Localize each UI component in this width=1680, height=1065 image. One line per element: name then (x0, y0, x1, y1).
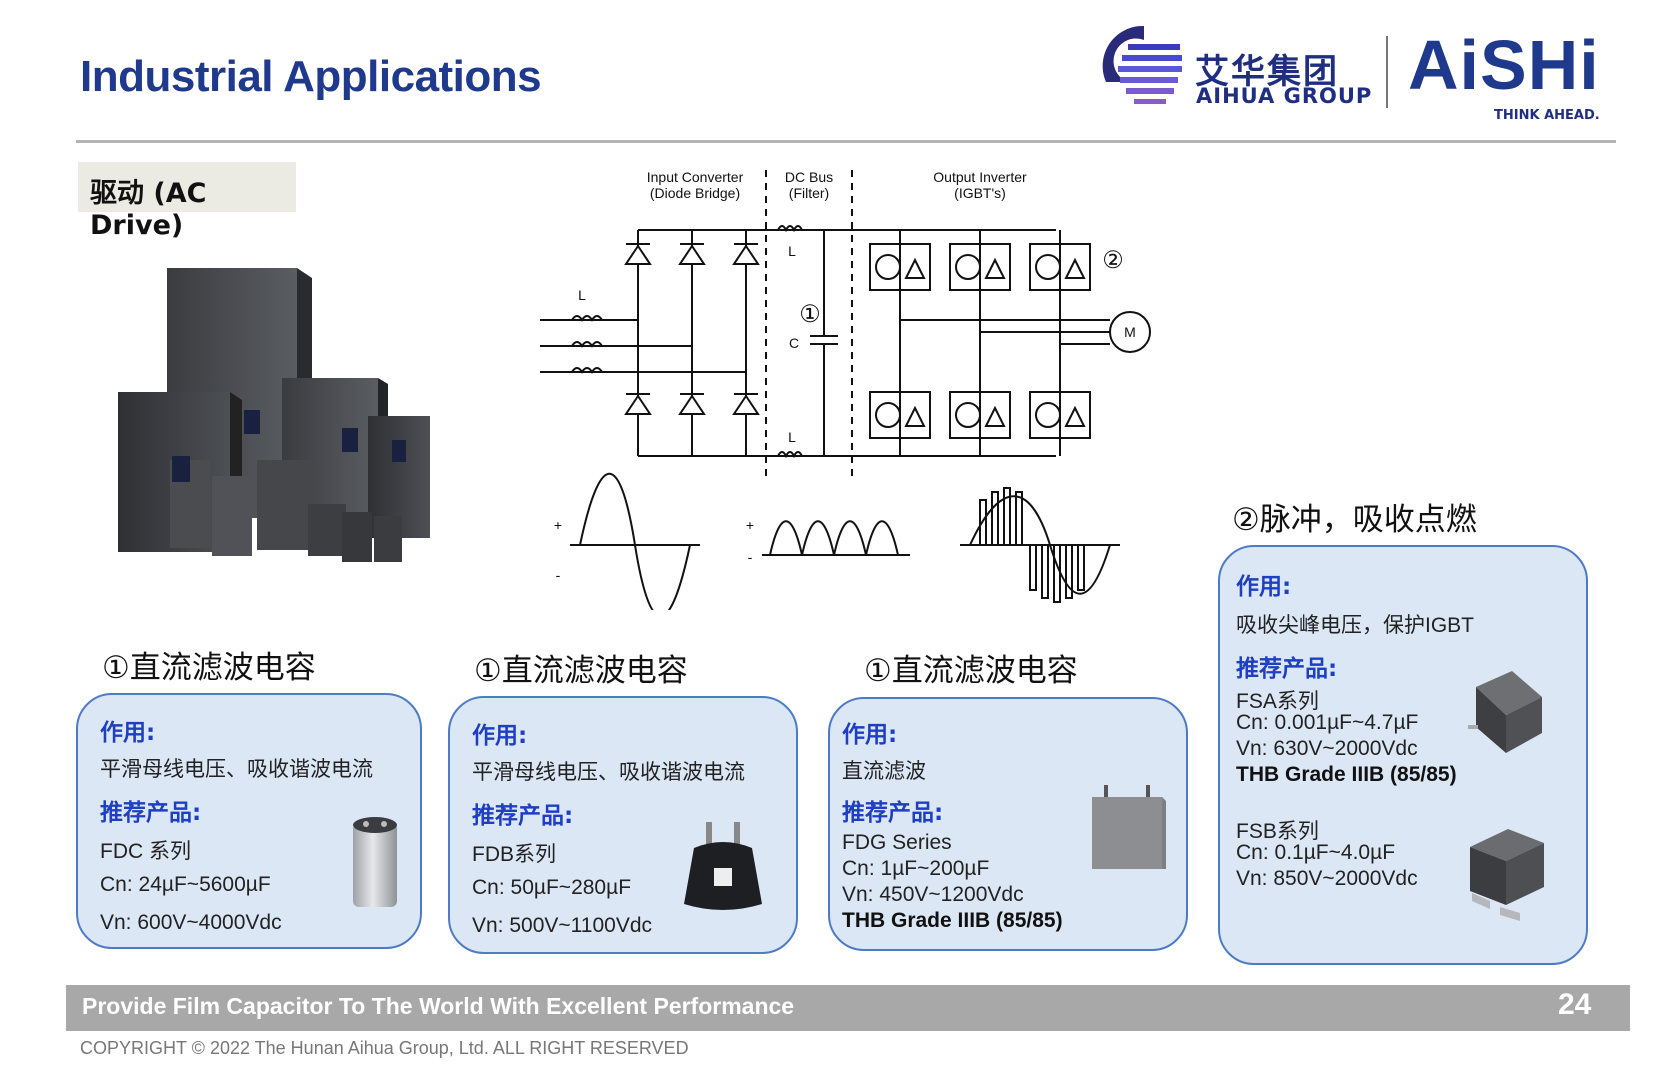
section-tag-label: 驱动 (AC Drive) (90, 178, 207, 241)
wave1-minus: - (556, 567, 561, 583)
label-capacitor: C (789, 335, 799, 351)
copyright: COPYRIGHT © 2022 The Hunan Aihua Group, … (80, 1038, 689, 1058)
card-1-voltage: Vn: 600V~4000Vdc (100, 911, 282, 934)
card-4-fsa-series: FSA系列 (1236, 690, 1319, 713)
card-4-grade: THB Grade IIIB (85/85) (1236, 763, 1457, 786)
brand-separator (1386, 36, 1388, 108)
card-2-voltage: Vn: 500V~1100Vdc (472, 914, 653, 937)
card-4-product-label: 推荐产品: (1236, 656, 1338, 682)
brand-cn: 艾华集团 (1195, 52, 1339, 92)
card-1-role-label: 作用: (100, 720, 156, 746)
aihua-logo-icon (1102, 25, 1182, 104)
section-tag: 驱动 (AC Drive) (78, 162, 296, 241)
card-2-product-label: 推荐产品: (472, 803, 574, 829)
card-4-fsb-voltage: Vn: 850V~2000Vdc (1236, 867, 1418, 890)
label-output-inverter: Output Inverter(IGBT's) (933, 169, 1027, 201)
card-3-role: 直流滤波 (842, 760, 926, 783)
card-4-fsa-capacitance: Cn: 0.001µF~4.7µF (1236, 711, 1419, 734)
label-dc-bus: DC Bus(Filter) (785, 169, 833, 201)
label-inductor-bottom: L (788, 429, 796, 445)
label-inductor-in: L (578, 287, 586, 303)
card-3-voltage: Vn: 450V~1200Vdc (842, 883, 1024, 906)
card-2: 作用: 平滑母线电压、吸收谐波电流 推荐产品: FDB系列 Cn: 50µF~2… (448, 696, 798, 954)
label-inductor-top: L (788, 243, 796, 259)
card-1-product-label: 推荐产品: (100, 800, 202, 826)
label-motor: M (1124, 324, 1136, 340)
card-4-fsb-capacitance: Cn: 0.1µF~4.0µF (1236, 841, 1396, 864)
card-3-role-label: 作用: (842, 722, 898, 748)
wave2-plus: + (746, 517, 754, 533)
ac-drive-photo (118, 268, 430, 562)
footer-slogan: Provide Film Capacitor To The World With… (82, 993, 795, 1019)
fsb-capacitor-image (1470, 829, 1544, 921)
card-4-heading: ②脉冲，吸收点燃 (1232, 502, 1477, 538)
page-title: Industrial Applications (80, 52, 542, 101)
card-1-series: FDC 系列 (100, 840, 191, 863)
card-2-capacitance: Cn: 50µF~280µF (472, 876, 632, 899)
wave2-minus: - (748, 549, 753, 565)
card-3-product-label: 推荐产品: (842, 800, 944, 826)
marker-1: ① (799, 301, 821, 328)
marker-2: ② (1102, 247, 1124, 274)
card-2-role: 平滑母线电压、吸收谐波电流 (472, 761, 745, 784)
card-3: 作用: 直流滤波 推荐产品: FDG Series Cn: 1µF~200µF … (828, 697, 1188, 951)
fdg-capacitor-image (1092, 785, 1166, 869)
label-input-converter: Input Converter(Diode Bridge) (647, 169, 744, 201)
card-4-fsb-series: FSB系列 (1236, 820, 1319, 843)
aishi-logo: AiSHi (1408, 26, 1600, 104)
tagline: THINK AHEAD. (1494, 108, 1600, 123)
header-divider (76, 140, 1616, 143)
card-3-capacitance: Cn: 1µF~200µF (842, 857, 990, 880)
card-1-capacitance: Cn: 24µF~5600µF (100, 873, 271, 896)
card-1-role: 平滑母线电压、吸收谐波电流 (100, 758, 373, 781)
card-4: 作用: 吸收尖峰电压，保护IGBT 推荐产品: FSA系列 Cn: 0.001µ… (1218, 545, 1588, 965)
card-2-role-label: 作用: (472, 723, 528, 749)
card-3-series: FDG Series (842, 831, 952, 854)
fdc-capacitor-image (353, 817, 397, 907)
card-3-grade: THB Grade IIIB (85/85) (842, 909, 1063, 932)
card-4-role: 吸收尖峰电压，保护IGBT (1236, 614, 1475, 637)
card-3-heading: ①直流滤波电容 (864, 653, 1078, 689)
card-4-fsa-voltage: Vn: 630V~2000Vdc (1236, 737, 1418, 760)
fdb-capacitor-image (684, 822, 762, 910)
brand-en: AIHUA GROUP (1196, 84, 1373, 108)
card-2-heading: ①直流滤波电容 (474, 653, 688, 689)
fsa-capacitor-image (1468, 671, 1542, 753)
footer-bar (66, 985, 1630, 1031)
card-1-heading: ①直流滤波电容 (102, 650, 316, 686)
page-number: 24 (1558, 988, 1592, 1021)
card-1: 作用: 平滑母线电压、吸收谐波电流 推荐产品: FDC 系列 Cn: 24µF~… (76, 693, 422, 949)
ac-drive-circuit-diagram: Input Converter(Diode Bridge) DC Bus(Fil… (540, 169, 1151, 610)
wave1-plus: + (554, 517, 562, 533)
card-2-series: FDB系列 (472, 843, 556, 866)
card-4-role-label: 作用: (1236, 574, 1292, 600)
